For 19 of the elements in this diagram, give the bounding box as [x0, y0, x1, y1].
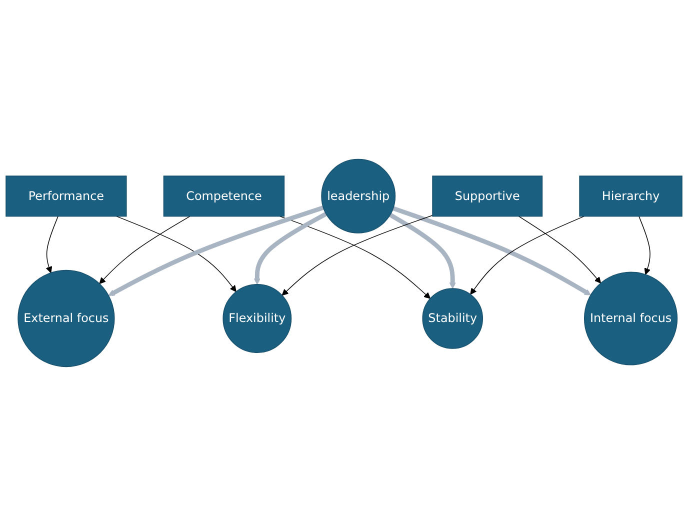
arrow: [108, 206, 324, 296]
arrow: [518, 216, 602, 284]
node-box: Competence: [163, 176, 285, 217]
node-box: Performance: [6, 176, 127, 217]
arrow: [392, 206, 592, 296]
node-box: Supportive: [432, 176, 543, 217]
arrow: [388, 212, 456, 289]
node-circle: Stability: [422, 288, 483, 349]
arrow: [99, 216, 190, 284]
arrow: [46, 216, 58, 274]
node-circle: leadership: [321, 158, 396, 234]
arrow: [116, 216, 236, 292]
node-circle: Internal focus: [584, 272, 678, 366]
arrow: [254, 212, 328, 285]
arrow: [470, 216, 584, 295]
node-circle: Flexibility: [222, 284, 292, 353]
arrow: [638, 216, 651, 275]
node-box: Hierarchy: [579, 176, 682, 217]
node-circle: External focus: [18, 270, 115, 368]
